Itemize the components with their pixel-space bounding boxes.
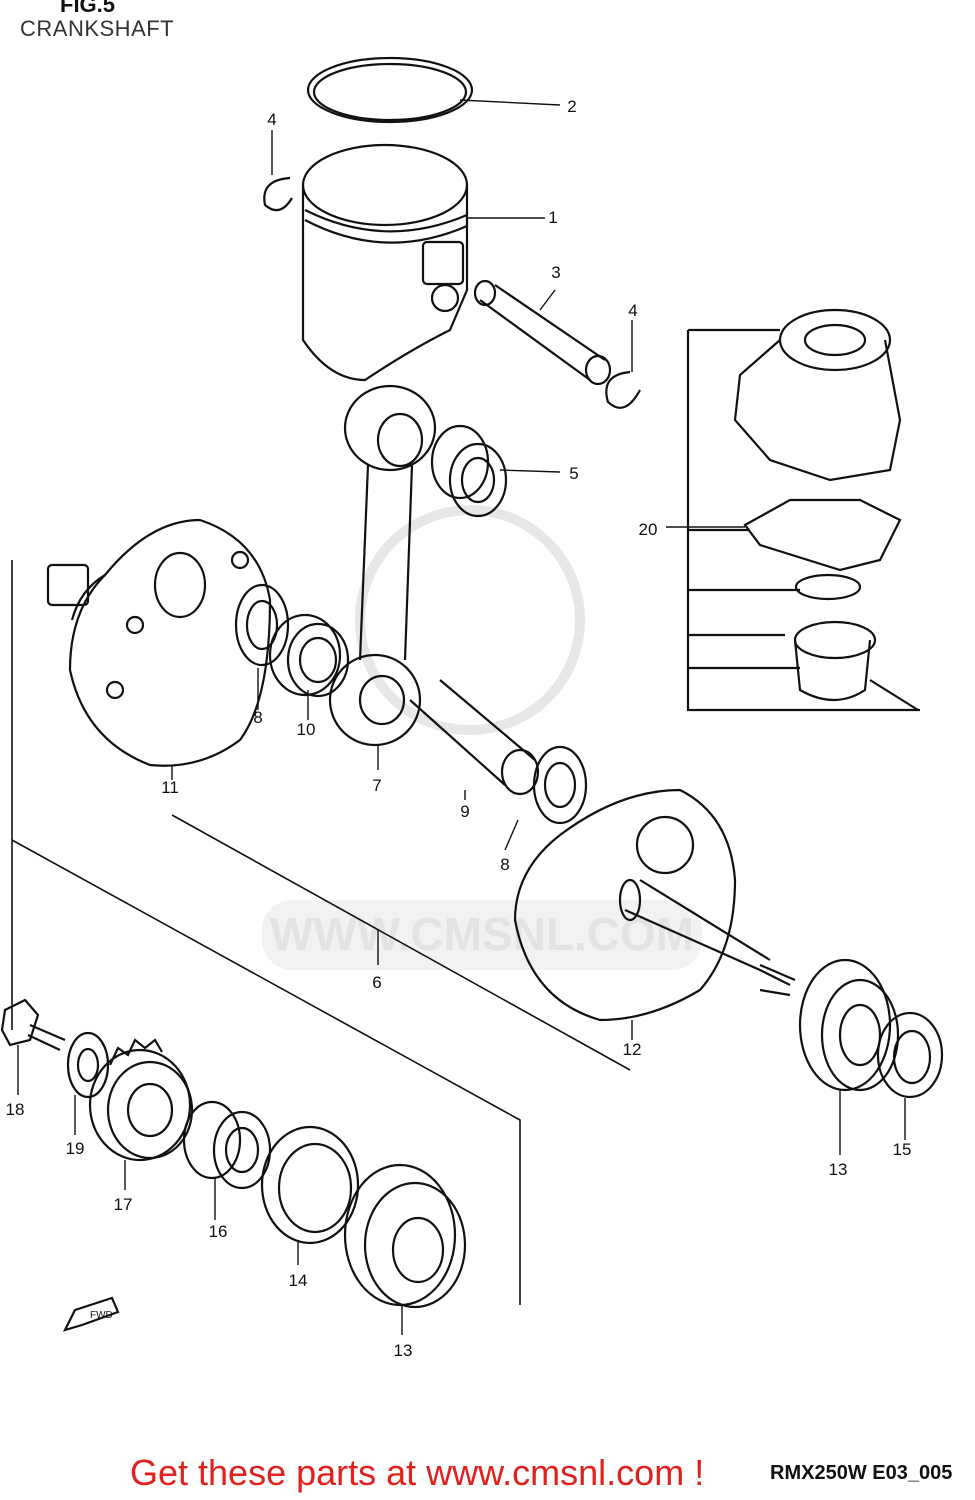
callout-label: 6: [372, 973, 381, 992]
big-end-bearing: [268, 613, 350, 698]
washer: [66, 1031, 110, 1099]
crank-half-right: [513, 788, 796, 1022]
callout-label: 5: [569, 464, 578, 483]
callout-label: 14: [289, 1271, 308, 1290]
crank-bearing-right: [798, 958, 900, 1092]
forward-arrow-icon: FWD: [62, 1296, 120, 1332]
callout-label: 3: [551, 263, 560, 282]
crank-pin: [409, 679, 540, 796]
oil-seal-left: [260, 1125, 360, 1245]
diagram-title: CRANKSHAFT: [20, 16, 175, 41]
callout-label: 8: [500, 855, 509, 874]
piston-pin: [473, 279, 612, 386]
primary-drive-gear: [88, 1038, 194, 1162]
forward-label: FWD: [90, 1310, 113, 1321]
piston: [301, 143, 469, 382]
figure-number: FIG.5: [60, 0, 116, 17]
diagram-code: RMX250W E03_005: [770, 1462, 953, 1484]
crank-half-left: [46, 518, 272, 767]
circlip: [263, 176, 641, 409]
thrust-washer: [234, 583, 588, 825]
bolt: [0, 998, 66, 1051]
callout-label: 16: [209, 1222, 228, 1241]
spacer: [182, 1100, 272, 1190]
callout-label: 18: [6, 1100, 25, 1119]
callout-label: 10: [297, 720, 316, 739]
callout-label: 4: [267, 110, 276, 129]
cta-link[interactable]: Get these parts at www.cmsnl.com !: [130, 1452, 705, 1493]
connecting-rod: [328, 384, 437, 747]
callout-label: 13: [394, 1341, 413, 1360]
leader-lines: [17, 99, 906, 1335]
callout-label: 13: [829, 1160, 848, 1179]
oil-seal-right: [876, 1011, 944, 1099]
needle-bearing: [430, 424, 508, 518]
callout-label: 7: [372, 776, 381, 795]
watermark-text: WWW.CMSNL.COM: [270, 908, 694, 960]
callout-label: 15: [893, 1140, 912, 1159]
callout-label: 12: [623, 1040, 642, 1059]
callout-label: 9: [460, 802, 469, 821]
crank-bearing-left: [343, 1163, 467, 1309]
callout-label: 11: [161, 778, 179, 797]
piston-ring: [306, 56, 474, 124]
callout-label: 1: [548, 208, 557, 227]
callout-label: 20: [639, 520, 658, 539]
callout-label: 2: [567, 97, 576, 116]
callout-label: 19: [66, 1139, 85, 1158]
callout-label: 17: [114, 1195, 133, 1214]
callout-label: 8: [253, 708, 262, 727]
top-end-set: [686, 308, 920, 712]
callout-label: 4: [628, 301, 637, 320]
assembly-lines: [11, 560, 631, 1305]
